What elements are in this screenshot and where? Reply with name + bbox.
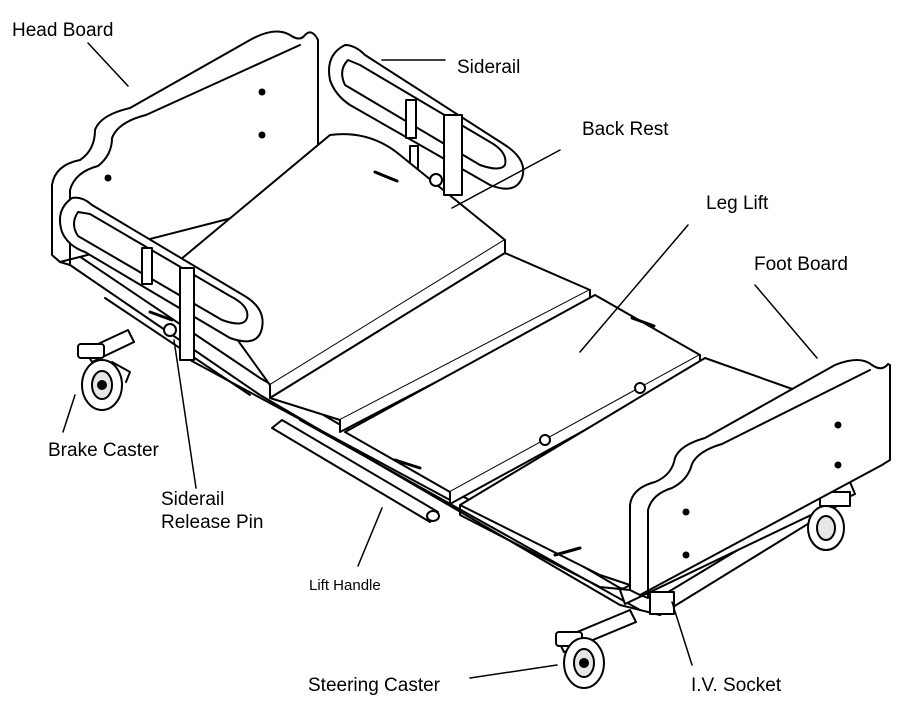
leader-brake-caster — [62, 394, 76, 433]
steering-caster — [555, 609, 637, 689]
label-steering-caster: Steering Caster — [308, 675, 441, 696]
label-siderail-release-pin-line1: Siderail — [161, 489, 225, 510]
leader-foot-board — [754, 284, 818, 359]
label-iv-socket: I.V. Socket — [691, 675, 782, 696]
label-siderail-release-pin-line2: Release Pin — [161, 512, 264, 533]
leader-iv-socket — [671, 601, 693, 666]
leader-lift-handle — [357, 507, 383, 567]
leader-head-board — [87, 42, 129, 87]
leader-back-rest — [451, 149, 561, 209]
label-foot-board: Foot Board — [754, 254, 848, 275]
brake-caster — [77, 329, 135, 411]
foot-board — [629, 359, 891, 599]
label-brake-caster: Brake Caster — [48, 440, 159, 461]
label-siderail: Siderail — [457, 57, 521, 78]
label-head-board: Head Board — [12, 20, 114, 41]
siderail-far — [328, 44, 525, 196]
label-leg-lift: Leg Lift — [706, 193, 769, 214]
leader-lines — [62, 42, 818, 679]
siderail-near — [59, 196, 264, 361]
lift-handle — [271, 419, 440, 523]
label-back-rest: Back Rest — [582, 119, 669, 140]
leader-steering-caster — [469, 664, 558, 679]
label-lift-handle: Lift Handle — [309, 577, 381, 594]
rear-right-caster — [807, 491, 851, 551]
leader-leg-lift — [579, 224, 689, 353]
leader-siderail-release-pin — [173, 339, 197, 489]
